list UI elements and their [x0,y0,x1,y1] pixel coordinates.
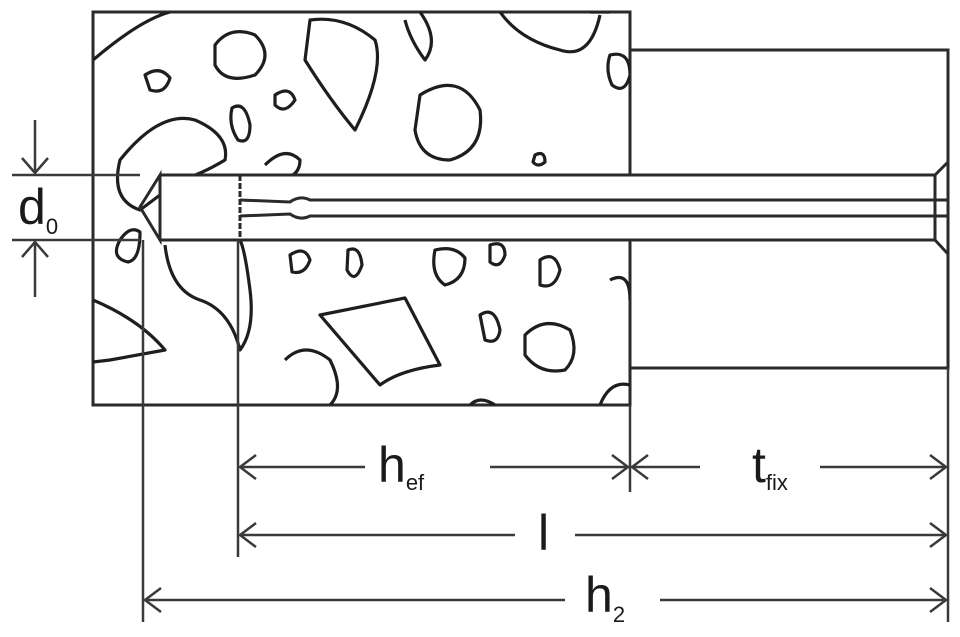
extension-lines [12,173,950,622]
dimension-d0: d0 [18,120,58,297]
dimension-h2: h2 [142,567,949,627]
hef-label: hef [378,437,425,495]
dimension-hef: hef [237,437,631,495]
tfix-label: tfix [752,437,788,495]
d0-label: d0 [18,179,58,239]
dimension-l: l [237,505,949,561]
l-label: l [538,505,549,561]
h2-label: h2 [585,567,625,627]
dimension-tfix: tfix [629,437,949,495]
anchor-bolt [138,160,950,256]
